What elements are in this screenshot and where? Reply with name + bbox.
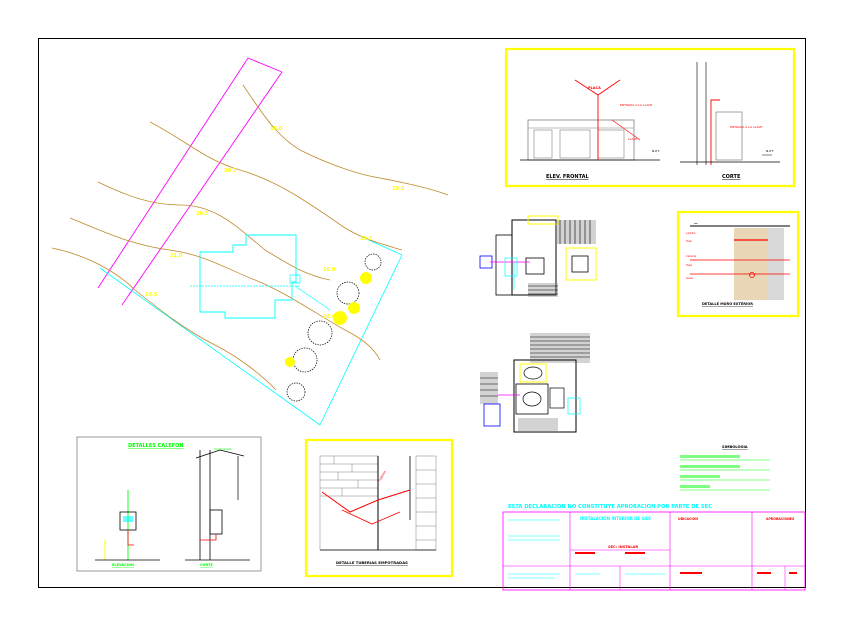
svg-text:N.P.T.: N.P.T. <box>652 149 660 153</box>
svg-text:Cañeria: Cañeria <box>686 254 696 258</box>
svg-text:19.5: 19.5 <box>360 236 373 242</box>
title-subtitle: INSTALACION INTERIOR DE GAS <box>580 516 651 521</box>
svg-text:Ladrillo: Ladrillo <box>686 231 696 235</box>
title-col-aprobaciones: APROBACIONES <box>766 517 795 521</box>
shrub-icon <box>360 272 372 284</box>
tree-group <box>285 253 382 402</box>
tree-icon <box>286 382 306 402</box>
svg-text:TUBERIA: TUBERIA <box>377 470 387 483</box>
tree-icon <box>292 347 318 373</box>
svg-text:Tapa: Tapa <box>686 263 692 267</box>
elevation-panel: PLACA ENTRADA A LA LLAVE LLAVE ENTRADA A… <box>504 47 796 188</box>
tree-icon <box>336 281 360 305</box>
svg-text:PLACA: PLACA <box>588 86 601 90</box>
title-block: ESTA DECLARACION NO CONSTITUYE APROBACIO… <box>502 504 806 591</box>
shrub-icon <box>333 311 347 325</box>
property-line <box>121 71 283 306</box>
elevation-front-label: ELEV. FRONTAL <box>546 174 589 180</box>
shrub-icon <box>348 302 360 314</box>
svg-text:20.5: 20.5 <box>196 211 209 217</box>
wall-section-title: DETALLE MURO EXTERIOR <box>702 302 753 306</box>
title-col-ubicacion: UBICACION <box>678 517 698 521</box>
svg-text:20.0: 20.0 <box>323 314 336 320</box>
gas-line <box>294 285 331 311</box>
gas-tank-icon <box>289 274 301 284</box>
property-line <box>247 57 283 73</box>
house-footprint <box>199 234 297 319</box>
tuberias-panel: TUBERIA DETALLE TUBERIAS EMPOTRADAS <box>304 438 454 578</box>
floor-plan-upper <box>479 215 597 297</box>
legend: SIMBOLOGIA <box>680 445 770 491</box>
elevation-section-label: CORTE <box>722 174 741 180</box>
title-declaration: ESTA DECLARACION NO CONSTITUYE APROBACIO… <box>508 504 712 510</box>
svg-text:18.0: 18.0 <box>270 126 283 132</box>
title-project-code: SEC: INSTALAR <box>608 545 638 549</box>
svg-text:ENTRADA A LA LLAVE: ENTRADA A LA LLAVE <box>730 125 762 129</box>
tree-icon <box>307 320 333 346</box>
calefon-section-label: CORTE <box>200 563 213 567</box>
boundary-line <box>99 267 321 426</box>
contour-labels: 18.0 19.0 20.0 19.5 21.0 20.5 20.0 19.5 … <box>145 126 405 320</box>
contour-lines <box>51 84 449 391</box>
floor-plan-lower <box>480 333 590 433</box>
svg-text:Sombrerete: Sombrerete <box>214 447 232 451</box>
water-heater-icon <box>209 509 223 535</box>
svg-text:20.0: 20.0 <box>224 168 237 174</box>
svg-text:21.0: 21.0 <box>170 253 183 259</box>
shrub-icon <box>285 357 295 367</box>
drawing-frame <box>38 38 806 588</box>
svg-text:19.5: 19.5 <box>145 292 158 298</box>
svg-text:N.P.T.: N.P.T. <box>766 149 774 153</box>
property-line <box>97 57 249 289</box>
tuberias-title: DETALLE TUBERIAS EMPOTRADAS <box>336 560 408 565</box>
legend-title: SIMBOLOGIA <box>722 445 748 449</box>
svg-text:19.0: 19.0 <box>392 186 405 192</box>
wall-section-label-top: ― <box>694 221 698 225</box>
calefon-title: DETALLES CALEFON <box>128 443 184 449</box>
svg-text:LLAVE: LLAVE <box>628 137 637 141</box>
calefon-panel: DETALLES CALEFON ELEVACION Sombrerete CO… <box>76 436 262 572</box>
wall-section-panel: ― Ladrillo Tubo Cañeria Tapa Suelo DETAL… <box>676 210 800 318</box>
boundary-line <box>319 254 403 426</box>
calefon-elevation-label: ELEVACION <box>112 563 134 567</box>
tree-icon <box>364 253 382 271</box>
svg-text:Suelo: Suelo <box>686 276 694 280</box>
svg-text:20.0: 20.0 <box>323 267 336 273</box>
svg-text:Tubo: Tubo <box>686 239 692 243</box>
svg-text:ENTRADA A LA LLAVE: ENTRADA A LA LLAVE <box>620 103 652 107</box>
site-plan: 18.0 19.0 20.0 19.5 21.0 20.5 20.0 19.5 … <box>51 57 449 426</box>
